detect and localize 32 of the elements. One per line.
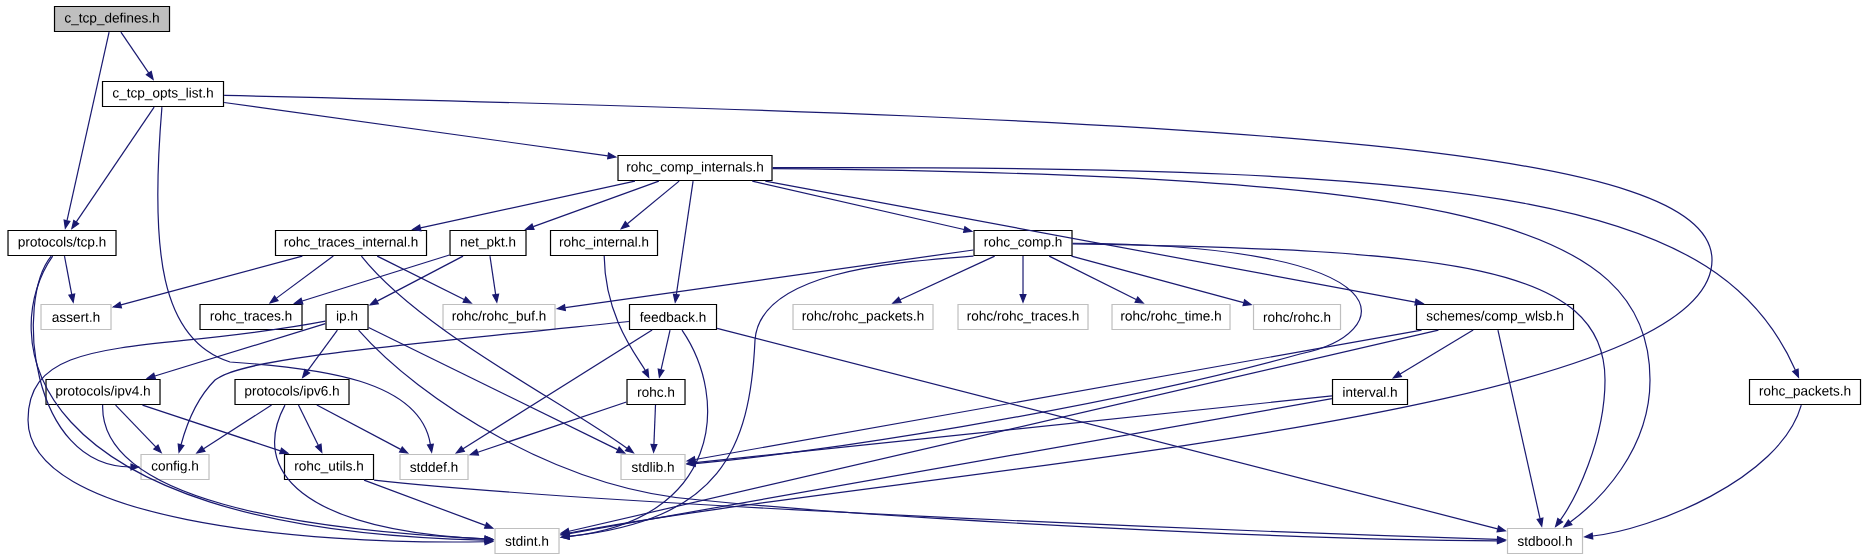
- file-box: rohc/rohc.h: [1252, 303, 1342, 331]
- file-box: stdint.h: [494, 527, 560, 555]
- file-box: rohc_traces.h: [199, 303, 303, 331]
- file-box: schemes/comp_wlsb.h: [1415, 303, 1575, 331]
- file-box: c_tcp_opts_list.h: [101, 80, 225, 108]
- file-box: rohc_traces_internal.h: [274, 229, 428, 257]
- file-box: config.h: [140, 453, 210, 481]
- file-box: protocols/ipv4.h: [45, 378, 161, 406]
- file-box: rohc_packets.h: [1748, 378, 1862, 406]
- file-box: interval.h: [1331, 378, 1409, 406]
- file-box: rohc_comp_internals.h: [617, 154, 773, 182]
- file-box: ip.h: [325, 303, 369, 331]
- file-box: stddef.h: [399, 453, 469, 481]
- file-box: rohc.h: [626, 378, 686, 406]
- arrow: [1072, 243, 1606, 528]
- file-box: rohc/rohc_buf.h: [442, 303, 556, 331]
- file-box: c_tcp_defines.h: [53, 5, 171, 33]
- file-box: rohc_utils.h: [283, 453, 375, 481]
- file-box: net_pkt.h: [449, 229, 527, 257]
- file-box: stdlib.h: [620, 453, 686, 481]
- file-box: feedback.h: [628, 303, 718, 331]
- file-box: rohc_internal.h: [549, 229, 659, 257]
- arrow: [223, 94, 1713, 537]
- file-box: rohc/rohc_traces.h: [957, 303, 1089, 331]
- file-box: stdbool.h: [1506, 527, 1584, 555]
- file-box: assert.h: [40, 303, 112, 331]
- file-box: rohc/rohc_packets.h: [792, 303, 934, 331]
- file-box: rohc_comp.h: [973, 229, 1073, 257]
- file-box: rohc/rohc_time.h: [1111, 303, 1231, 331]
- arrow: [772, 168, 1651, 528]
- file-box: protocols/tcp.h: [7, 229, 117, 257]
- file-box: protocols/ipv6.h: [234, 378, 350, 406]
